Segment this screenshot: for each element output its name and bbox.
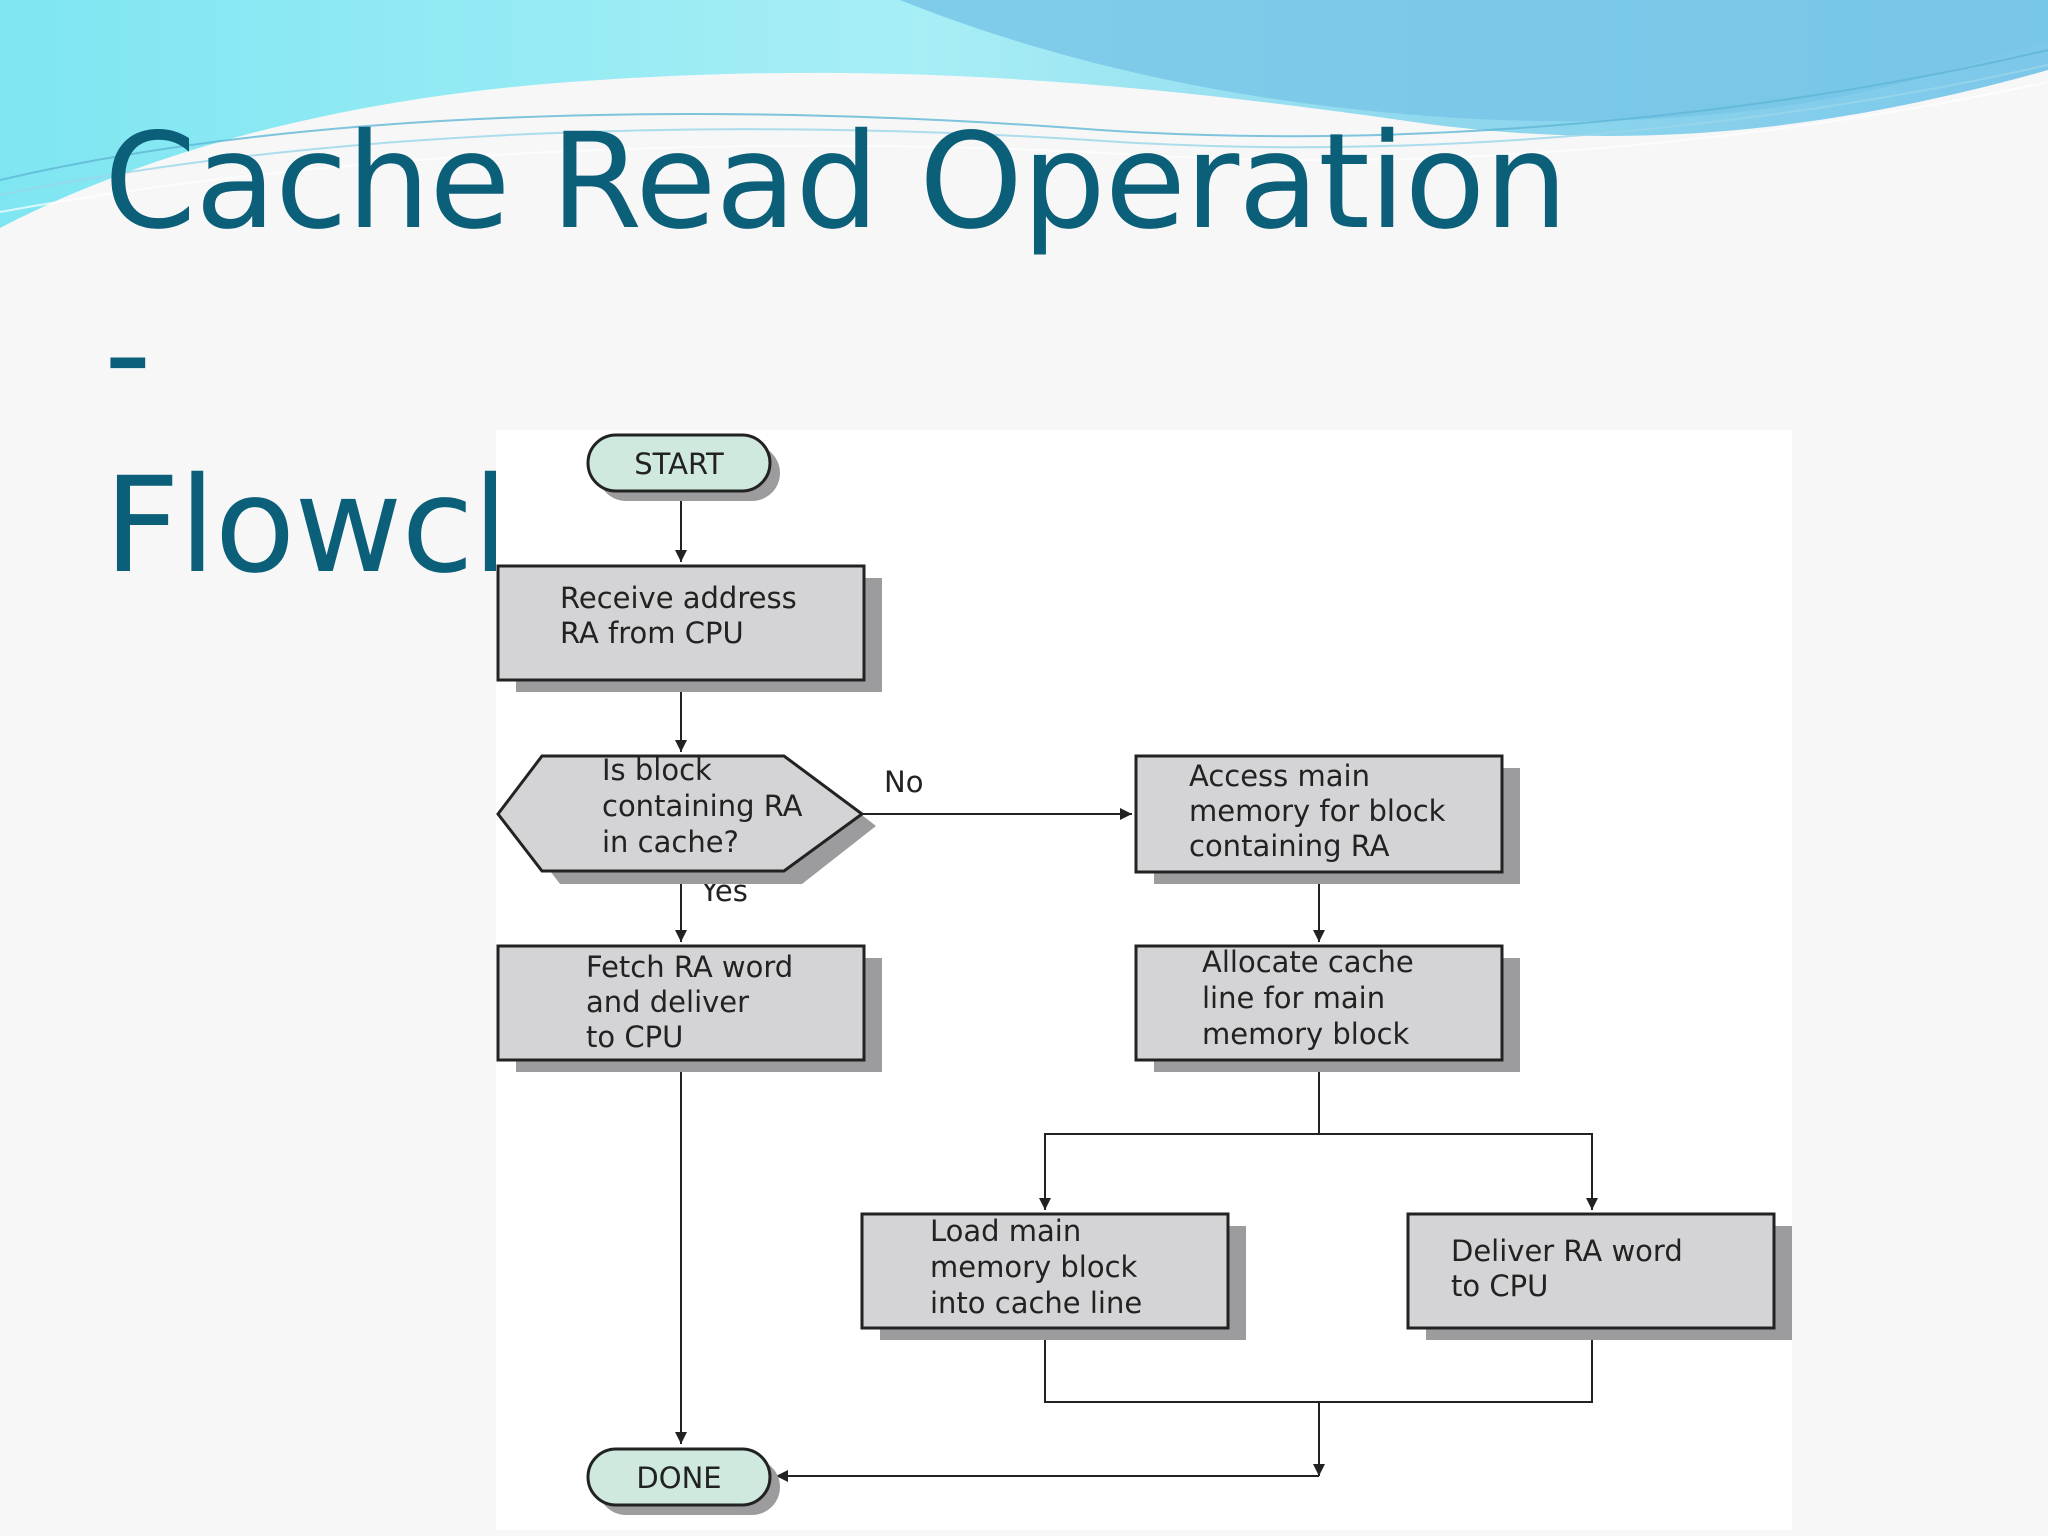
flowchart-panel: No Yes START Receive address RA from CPU xyxy=(496,430,1792,1530)
edge-label-no: No xyxy=(884,765,923,799)
svg-text:Access main memory f: Access main memory for block containing … xyxy=(1189,759,1455,863)
node-receive-address: Receive address RA from CPU xyxy=(496,564,882,692)
node-fetch-line2: and deliver xyxy=(586,985,749,1019)
node-done: DONE xyxy=(586,1447,780,1515)
node-fetch-line3: to CPU xyxy=(586,1020,683,1054)
node-load-main-memory-block: Load main memory block into cache line xyxy=(860,1212,1246,1340)
node-allocate-cache-line: Allocate cache line for main memory bloc… xyxy=(1134,944,1520,1072)
node-deliver-ra-word: Deliver RA word to CPU xyxy=(1406,1212,1792,1340)
node-access-line3: containing RA xyxy=(1189,829,1390,863)
flowchart-diagram: No Yes START Receive address RA from CPU xyxy=(496,433,1792,1515)
svg-text:Allocate cache line: Allocate cache line for main memory bloc… xyxy=(1202,945,1423,1051)
node-load-line3: into cache line xyxy=(930,1286,1142,1320)
node-decision-line2: containing RA xyxy=(602,789,803,823)
node-access-main-memory: Access main memory for block containing … xyxy=(1134,754,1520,884)
svg-text:Fetch RA word and de: Fetch RA word and deliver to CPU xyxy=(586,950,802,1054)
node-load-line2: memory block xyxy=(930,1250,1138,1284)
svg-text:Receive address RA f: Receive address RA from CPU xyxy=(560,581,806,650)
node-deliver-line1: Deliver RA word xyxy=(1451,1234,1683,1268)
node-decision-line1: Is block xyxy=(602,753,712,787)
node-allocate-line3: memory block xyxy=(1202,1017,1410,1051)
header-wave-decoration xyxy=(0,0,2048,228)
node-fetch-line1: Fetch RA word xyxy=(586,950,793,984)
node-access-line1: Access main xyxy=(1189,759,1370,793)
slide-title-line1: Cache Read Operation - xyxy=(104,105,1568,431)
node-allocate-line2: line for main xyxy=(1202,981,1385,1015)
node-receive-line1: Receive address xyxy=(560,581,797,615)
node-access-line2: memory for block xyxy=(1189,794,1446,828)
node-receive-line2: RA from CPU xyxy=(560,616,744,650)
node-start: START xyxy=(586,433,780,501)
edge-allocate-split xyxy=(1044,1060,1320,1207)
node-load-line1: Load main xyxy=(930,1214,1081,1248)
svg-text:Is block containing: Is block containing RA in cache? xyxy=(602,753,812,859)
edge-split-to-deliver xyxy=(1319,1133,1598,1210)
node-start-label: START xyxy=(634,447,724,481)
flowchart-edges xyxy=(675,492,1598,1482)
node-done-label: DONE xyxy=(636,1461,721,1495)
node-fetch-ra-word: Fetch RA word and deliver to CPU xyxy=(496,944,882,1072)
node-allocate-line1: Allocate cache xyxy=(1202,945,1414,979)
node-decision-in-cache: Is block containing RA in cache? xyxy=(496,753,876,884)
svg-text:Load main memory blo: Load main memory block into cache line xyxy=(930,1214,1147,1320)
svg-text:Deliver RA word to C: Deliver RA word to CPU xyxy=(1451,1234,1692,1303)
node-deliver-line2: to CPU xyxy=(1451,1269,1548,1303)
node-decision-line3: in cache? xyxy=(602,825,739,859)
